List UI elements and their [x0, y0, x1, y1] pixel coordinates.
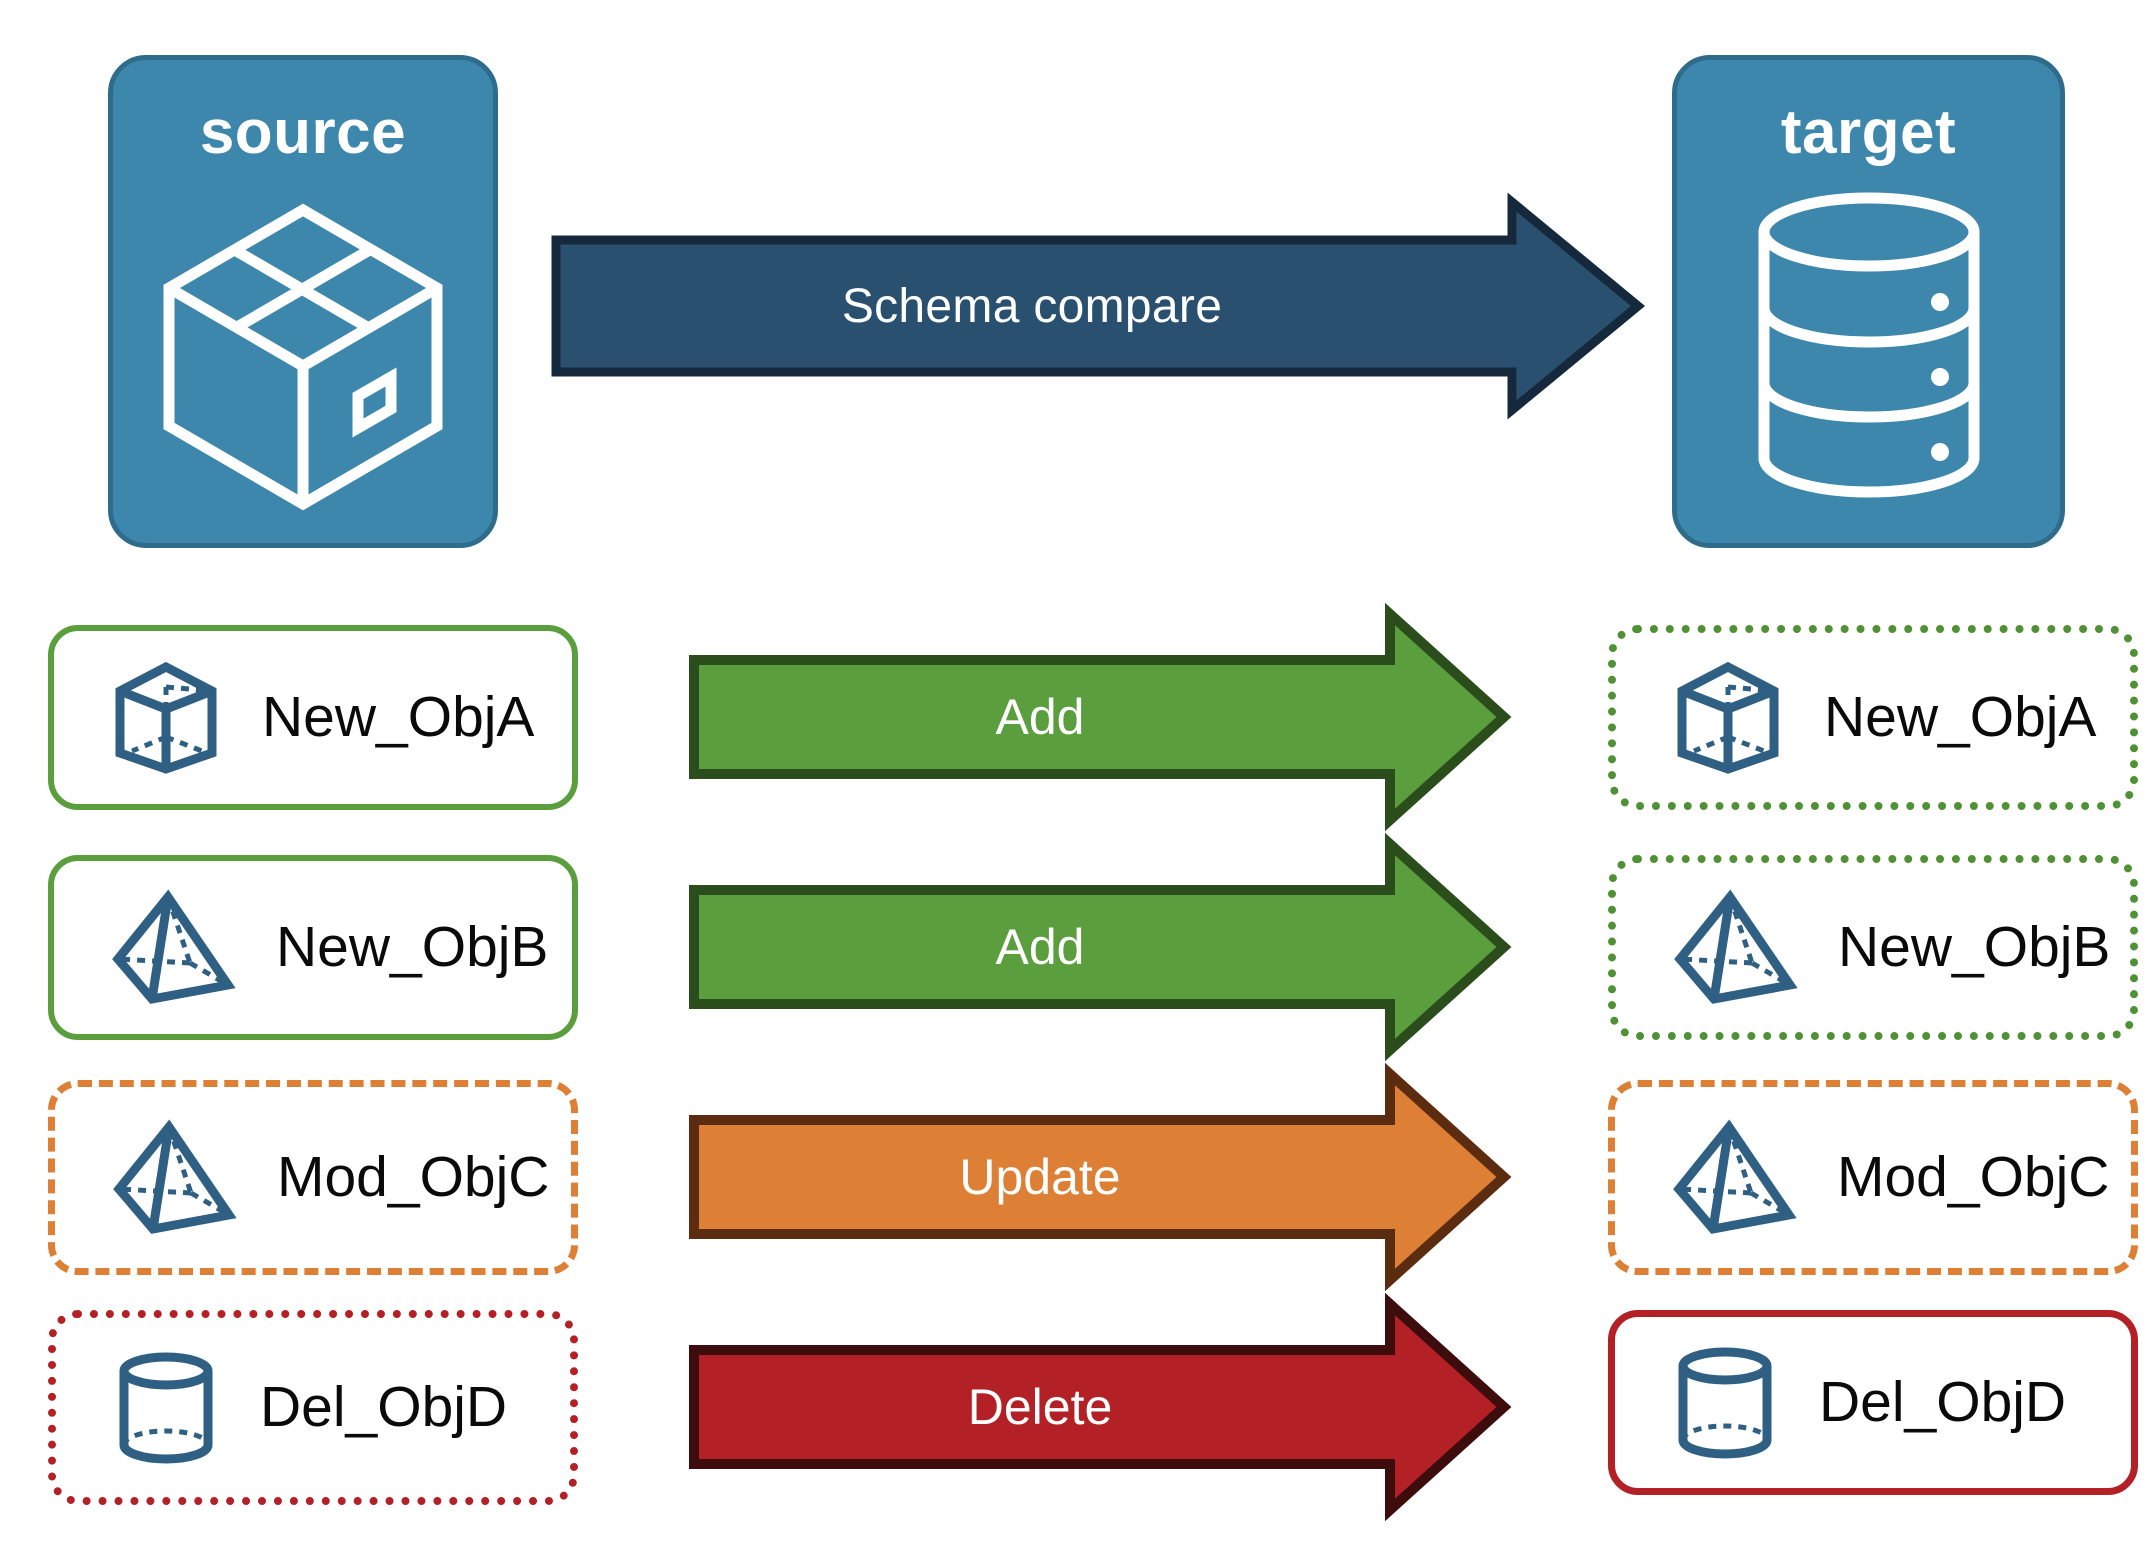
target-object-label-3: Mod_ObjC	[1837, 1145, 2110, 1209]
delete-arrow-label: Delete	[967, 1379, 1113, 1435]
target-object-label-4: Del_ObjD	[1819, 1370, 2067, 1434]
schema-compare-arrow[interactable]	[551, 192, 1646, 420]
target-object-label-1: New_ObjA	[1824, 685, 2097, 749]
wireframe-pyramid-icon	[1673, 1118, 1797, 1237]
package-box-icon	[153, 190, 453, 511]
target-object-card-4[interactable]: Del_ObjD	[1608, 1310, 2138, 1495]
add-arrow-1[interactable]	[689, 602, 1512, 832]
schema-compare-label: Schema compare	[841, 279, 1223, 333]
source-object-card-4[interactable]: Del_ObjD	[48, 1310, 578, 1505]
database-cylinder-icon	[1744, 190, 1994, 500]
source-object-label-3: Mod_ObjC	[277, 1145, 550, 1209]
wireframe-cube-icon	[1674, 659, 1782, 777]
source-object-label-2: New_ObjB	[276, 915, 549, 979]
target-object-card-1[interactable]: New_ObjA	[1608, 625, 2138, 810]
source-endpoint-card[interactable]: source	[108, 55, 498, 548]
update-arrow[interactable]	[689, 1062, 1512, 1292]
target-object-label-2: New_ObjB	[1838, 915, 2111, 979]
source-object-label-1: New_ObjA	[262, 685, 535, 749]
target-object-card-3[interactable]: Mod_ObjC	[1608, 1080, 2138, 1275]
add-arrow-label-2: Add	[995, 919, 1085, 975]
wireframe-cube-icon	[112, 659, 220, 777]
delete-arrow[interactable]	[689, 1292, 1512, 1522]
add-arrow-label-1: Add	[995, 689, 1085, 745]
source-title: source	[199, 98, 407, 167]
source-object-card-1[interactable]: New_ObjA	[48, 625, 578, 810]
target-endpoint-card[interactable]: target	[1672, 55, 2065, 548]
target-object-card-2[interactable]: New_ObjB	[1608, 855, 2138, 1040]
source-object-label-4: Del_ObjD	[260, 1375, 508, 1439]
source-object-card-2[interactable]: New_ObjB	[48, 855, 578, 1040]
wireframe-cylinder-icon	[1673, 1344, 1777, 1462]
wireframe-cylinder-icon	[114, 1349, 218, 1467]
wireframe-pyramid-icon	[112, 888, 236, 1007]
wireframe-pyramid-icon	[1674, 888, 1798, 1007]
add-arrow-2[interactable]	[689, 832, 1512, 1062]
update-arrow-label: Update	[959, 1149, 1121, 1205]
source-object-card-3[interactable]: Mod_ObjC	[48, 1080, 578, 1275]
target-title: target	[1780, 98, 1957, 167]
wireframe-pyramid-icon	[113, 1118, 237, 1237]
